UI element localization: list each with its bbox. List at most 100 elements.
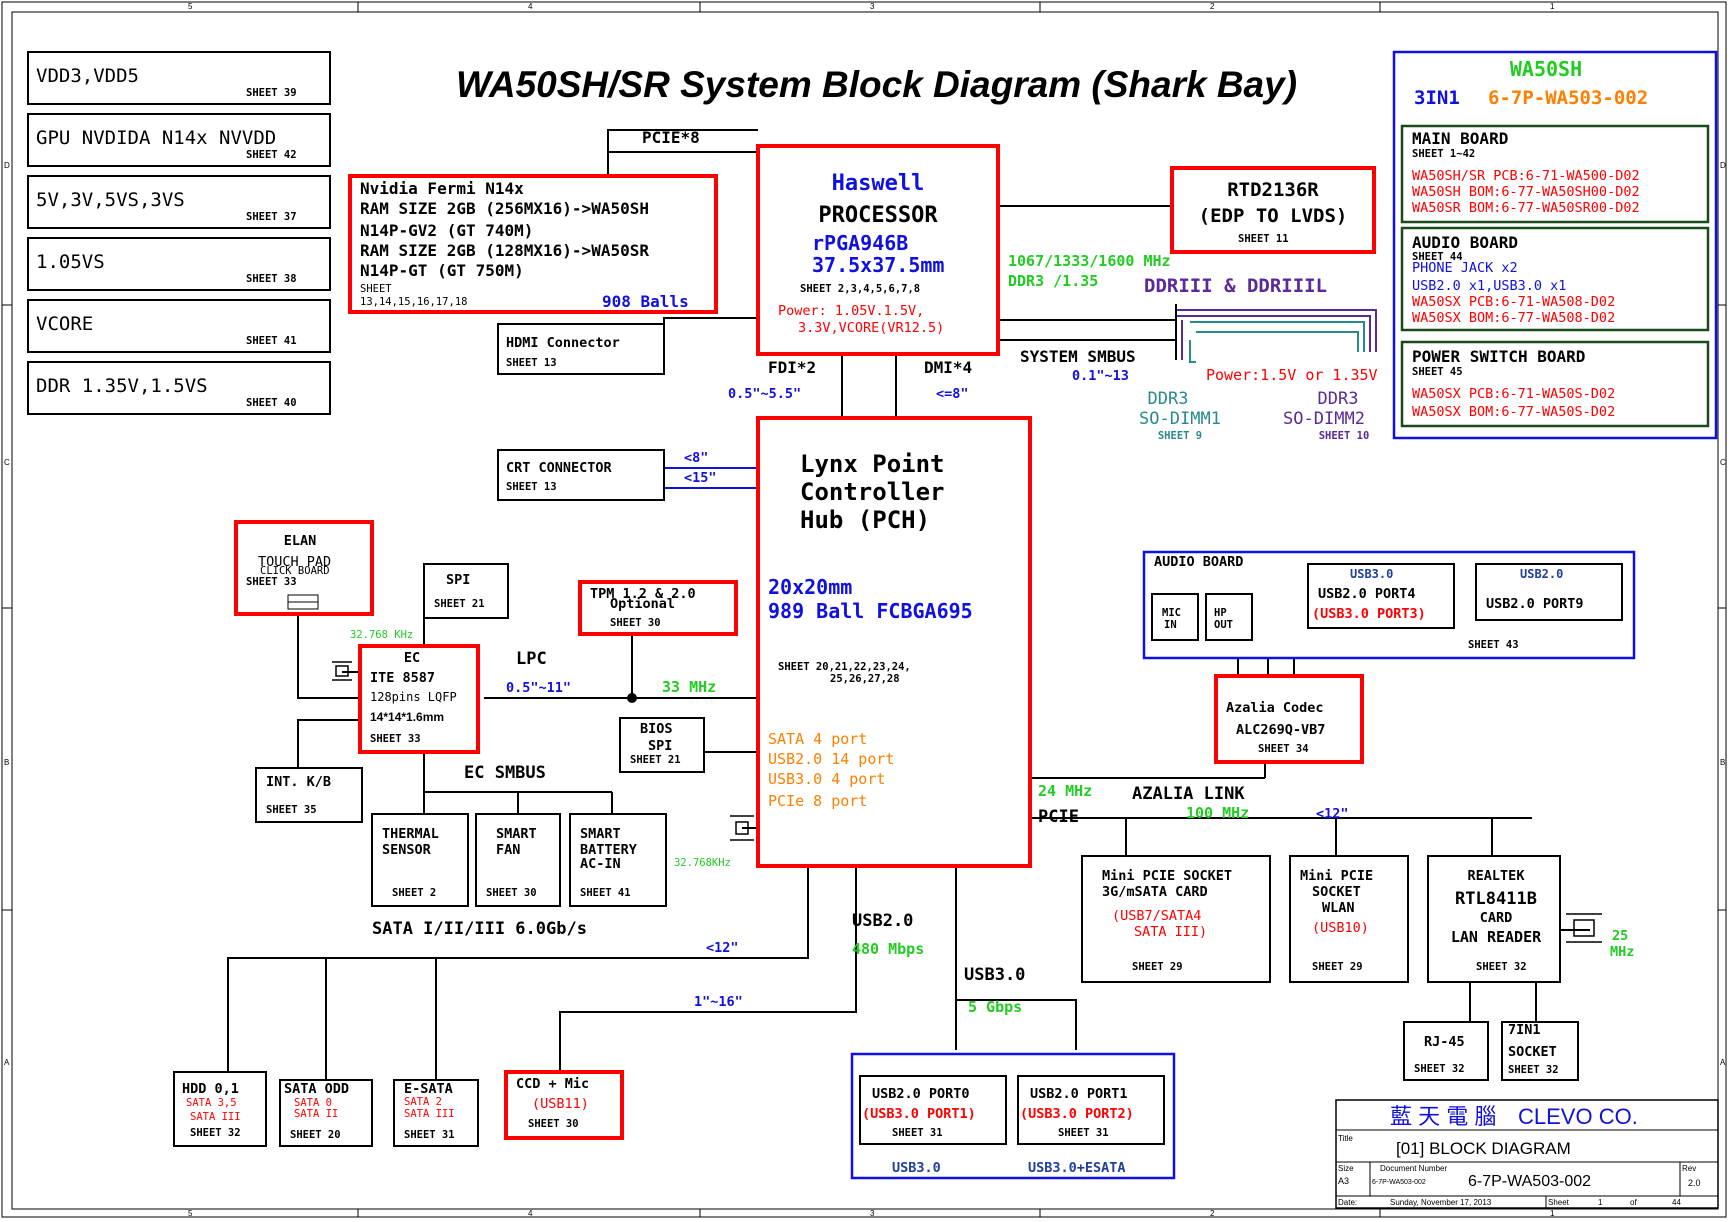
rj45-sheet: SHEET 32	[1414, 1063, 1465, 1075]
mini-pcie-3g-block[interactable]: Mini PCIE SOCKET 3G/mSATA CARD (USB7/SAT…	[1081, 855, 1271, 983]
hdmi-block[interactable]: HDMI Connector SHEET 13	[497, 323, 665, 375]
thermal-name: SENSOR	[382, 842, 432, 858]
ccd-mic-block[interactable]: CCD + Mic (USB11) SHEET 30	[504, 1070, 624, 1140]
audio-board-info[interactable]: AUDIO BOARD SHEET 44 PHONE JACK x2 USB2.…	[1400, 226, 1710, 332]
usb-port1-block[interactable]: USB2.0 PORT1 (USB3.0 PORT2) SHEET 31	[1017, 1075, 1165, 1145]
usb3-speed: 5 Gbps	[968, 998, 1022, 1016]
mic-in-jack[interactable]: MIC IN	[1151, 593, 1199, 641]
rtd-block[interactable]: RTD2136R (EDP TO LVDS) SHEET 11	[1170, 166, 1376, 254]
crt-block[interactable]: CRT CONNECTOR SHEET 13	[497, 449, 665, 501]
azalia-freq: 24 MHz	[1038, 782, 1092, 800]
card-socket-block[interactable]: 7IN1 SOCKET SHEET 32	[1501, 1021, 1579, 1081]
gpu-block[interactable]: Nvidia Fermi N14x RAM SIZE 2GB (256MX16)…	[348, 174, 718, 314]
ec-name: EC	[404, 650, 420, 666]
power-item[interactable]: VCORE SHEET 41	[27, 299, 331, 353]
connection-lines	[227, 129, 1590, 1080]
lan-crystal-freq: 25	[1612, 928, 1628, 944]
usb2-speed: 480 Mbps	[852, 940, 924, 958]
audio-board-title: AUDIO BOARD	[1412, 233, 1518, 252]
spi-block[interactable]: SPI SHEET 21	[423, 563, 509, 619]
mpcie1-usb: SATA III)	[1134, 924, 1207, 940]
so-dimm2[interactable]: DDR3 SO-DIMM2 SHEET 10	[1283, 389, 1369, 442]
so-dimm1[interactable]: DDR3 SO-DIMM1 SHEET 9	[1139, 389, 1221, 442]
mini-pcie-wlan-block[interactable]: Mini PCIE SOCKET WLAN (USB10) SHEET 29	[1289, 855, 1409, 983]
dimm2-name: SO-DIMM2	[1283, 409, 1365, 429]
main-board-line: WA50SH/SR PCB:6-71-WA500-D02	[1412, 168, 1640, 184]
mic-label: MIC	[1162, 607, 1181, 619]
usb-port1-alt: (USB3.0 PORT2)	[1020, 1106, 1134, 1122]
ec-sheet: SHEET 33	[370, 733, 421, 745]
docnum-small: 6-7P-WA503-002	[1372, 1179, 1426, 1186]
mpcie2-name: Mini PCIE	[1300, 868, 1373, 884]
fan-name: SMART	[496, 826, 537, 842]
realtek-lan-block[interactable]: REALTEK RTL8411B CARD LAN READER SHEET 3…	[1427, 855, 1561, 983]
cpu-name: Haswell	[832, 171, 925, 196]
hdd-sata: SATA III	[190, 1111, 241, 1123]
usb-port4-block[interactable]: USB3.0 USB2.0 PORT4 (USB3.0 PORT3)	[1307, 563, 1455, 629]
pch-port: USB3.0 4 port	[768, 770, 885, 788]
power-item[interactable]: GPU NVDIDA N14x NVVDD SHEET 42	[27, 113, 331, 167]
thermal-sensor-block[interactable]: THERMAL SENSOR SHEET 2	[371, 813, 469, 907]
power-board-line: WA50SX BOM:6-77-WA50S-D02	[1412, 404, 1615, 420]
lan-chip: RTL8411B	[1455, 889, 1537, 909]
usb-port0-block[interactable]: USB2.0 PORT0 (USB3.0 PORT1) SHEET 31	[859, 1075, 1007, 1145]
smart-battery-block[interactable]: SMART BATTERY AC-IN SHEET 41	[569, 813, 667, 907]
power-item[interactable]: VDD3,VDD5 SHEET 39	[27, 51, 331, 105]
power-item-sheet: SHEET 39	[246, 87, 297, 99]
odd-block[interactable]: SATA ODD SATA 0 SATA II SHEET 20	[279, 1079, 373, 1147]
rtd-sheet: SHEET 11	[1238, 233, 1289, 245]
mpcie2-name: SOCKET	[1312, 884, 1361, 900]
bios-block[interactable]: BIOS SPI SHEET 21	[619, 717, 705, 773]
gpu-sheet-nums: 13,14,15,16,17,18	[360, 296, 467, 308]
hp-label: HP	[1214, 607, 1227, 619]
elan-click: CLICK BOARD	[260, 565, 330, 577]
ec-block[interactable]: EC ITE 8587 128pins LQFP 14*14*1.6mm SHE…	[358, 644, 480, 754]
pch-port: USB2.0 14 port	[768, 750, 894, 768]
audio-board-block-sheet: SHEET 43	[1468, 639, 1519, 651]
pch-name: Controller	[800, 478, 945, 506]
keyboard-sheet: SHEET 35	[266, 804, 317, 816]
border-col-label: 2	[1210, 1209, 1215, 1218]
border-col-label: 1	[1550, 2, 1555, 11]
hdd-block[interactable]: HDD 0,1 SATA 3,5 SATA III SHEET 32	[173, 1071, 267, 1147]
odd-sata: SATA 0	[294, 1097, 332, 1109]
tpm-sheet: SHEET 30	[610, 617, 661, 629]
power-switch-board[interactable]: POWER SWITCH BOARD SHEET 45 WA50SX PCB:6…	[1400, 340, 1710, 428]
power-item[interactable]: DDR 1.35V,1.5VS SHEET 40	[27, 361, 331, 415]
power-item[interactable]: 5V,3V,5VS,3VS SHEET 37	[27, 175, 331, 229]
keyboard-block[interactable]: INT. K/B SHEET 35	[255, 767, 363, 823]
tpm-name: TPM 1.2 & 2.0	[590, 586, 696, 602]
usb-ports-group: USB2.0 PORT0 (USB3.0 PORT1) SHEET 31 USB…	[850, 1052, 1176, 1180]
audio-board-line: WA50SX BOM:6-77-WA508-D02	[1412, 310, 1615, 326]
hp-label: OUT	[1214, 619, 1233, 631]
cpu-block[interactable]: Haswell PROCESSOR rPGA946B 37.5x37.5mm S…	[756, 144, 1000, 356]
power-item[interactable]: 1.05VS SHEET 38	[27, 237, 331, 291]
esata-sata: SATA III	[404, 1108, 455, 1120]
rj45-block[interactable]: RJ-45 SHEET 32	[1403, 1021, 1489, 1081]
border-col-label: 1	[1550, 1209, 1555, 1218]
border-row-label: B	[1720, 758, 1725, 767]
tpm-block[interactable]: TPM 1.2 & 2.0 Optional SHEET 30	[578, 580, 738, 636]
mpcie2-name: WLAN	[1322, 900, 1355, 916]
lan-vendor: REALTEK	[1468, 868, 1526, 884]
lan-reader: LAN READER	[1451, 928, 1542, 946]
pch-port: PCIe 8 port	[768, 792, 867, 810]
esata-block[interactable]: E-SATA SATA 2 SATA III SHEET 31	[393, 1079, 479, 1147]
ec-crystal-freq: 32.768 KHz	[350, 629, 413, 641]
hp-out-jack[interactable]: HP OUT	[1205, 593, 1253, 641]
cpu-power: 3.3V,VCORE(VR12.5)	[798, 320, 944, 336]
smart-fan-block[interactable]: SMART FAN SHEET 30	[475, 813, 561, 907]
company-name: CLEVO CO.	[1518, 1104, 1638, 1129]
sheet-number: 1	[1598, 1198, 1603, 1207]
pch-block[interactable]: Lynx Point Controller Hub (PCH) 20x20mm …	[756, 416, 1032, 868]
usb-port9-block[interactable]: USB2.0 USB2.0 PORT9	[1475, 563, 1623, 621]
main-board[interactable]: MAIN BOARD SHEET 1~42 WA50SH/SR PCB:6-71…	[1400, 124, 1710, 224]
codec-chip: ALC269Q-VB7	[1236, 722, 1325, 738]
elan-touchpad-block[interactable]: ELAN TOUCH PAD CLICK BOARD SHEET 33	[234, 520, 374, 616]
azalia-codec-block[interactable]: Azalia Codec ALC269Q-VB7 SHEET 34	[1214, 674, 1364, 764]
elan-sub: TOUCH PAD	[258, 554, 331, 570]
usb-port0-sheet: SHEET 31	[892, 1127, 943, 1139]
ddr-power: Power:1.5V or 1.35V	[1206, 366, 1378, 384]
fan-name: FAN	[496, 842, 520, 858]
ec-chip: ITE 8587	[370, 670, 435, 686]
